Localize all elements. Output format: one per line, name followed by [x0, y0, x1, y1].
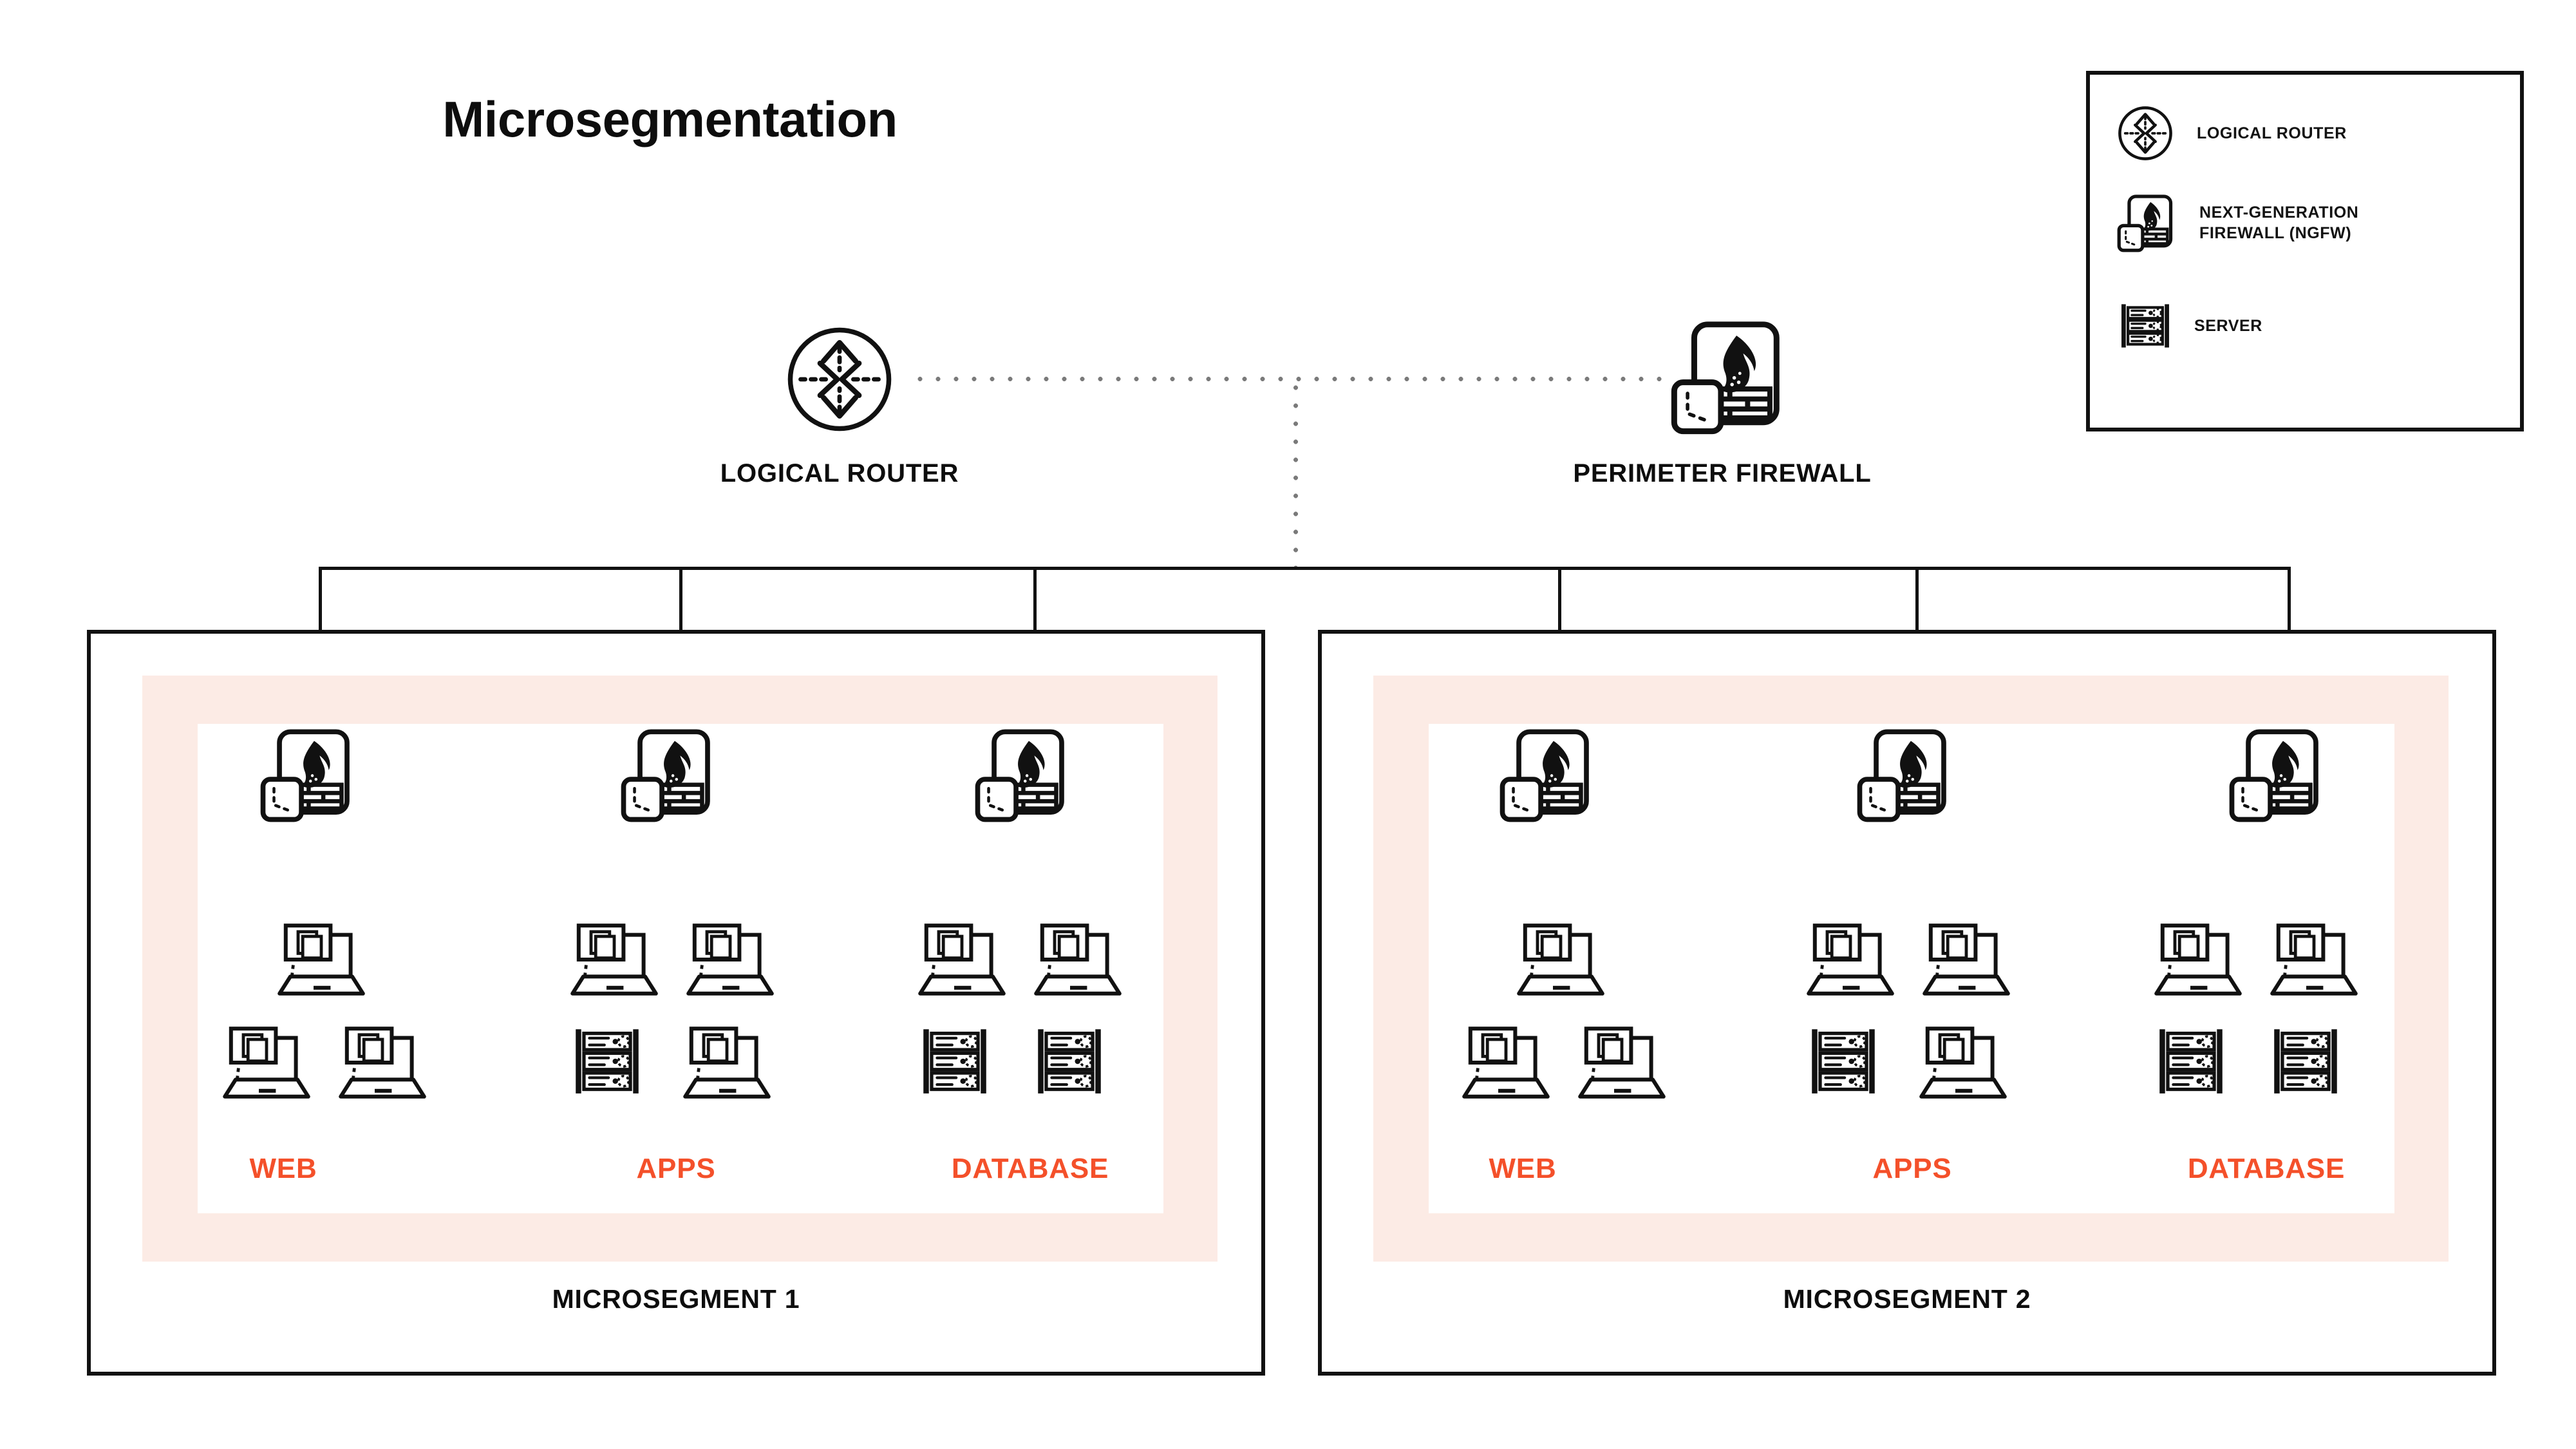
vm-laptop-icon [274, 921, 369, 998]
tier-firewall-seg1-database [972, 724, 1073, 825]
next-generation-firewall-icon [1668, 316, 1790, 438]
workload-seg1-web-3 [335, 1024, 430, 1101]
vm-laptop-icon [914, 921, 1010, 998]
trunk-bus-line [319, 567, 2290, 570]
tier-firewall-seg2-database [2226, 724, 2327, 825]
workload-seg2-db-4 [2271, 1023, 2340, 1099]
vm-laptop-icon [1915, 1024, 2011, 1101]
workload-seg2-web-2 [1458, 1024, 1554, 1101]
legend-item-logical-router: LOGICAL ROUTER [2116, 104, 2347, 163]
page-title: Microsegmentation [0, 90, 2576, 149]
workload-seg2-apps-1 [1803, 921, 1898, 998]
segment-label-1: MICROSEGMENT 1 [552, 1284, 800, 1314]
next-generation-firewall-icon [1854, 724, 1955, 825]
workload-seg2-db-2 [2266, 921, 2362, 998]
workload-seg2-web-3 [1574, 1024, 1669, 1101]
legend-label-server: SERVER [2194, 317, 2262, 335]
logical-router-icon [2116, 104, 2175, 163]
legend-item-server: SERVER [2118, 299, 2262, 353]
next-generation-firewall-icon [1497, 724, 1597, 825]
server-icon [921, 1023, 989, 1099]
node-label-perimeter-firewall: PERIMETER FIREWALL [1573, 459, 1872, 488]
vm-laptop-icon [567, 921, 662, 998]
tier-label-seg2-database: DATABASE [2187, 1153, 2346, 1184]
workload-seg1-web-2 [219, 1024, 314, 1101]
server-icon [573, 1023, 641, 1099]
workload-seg1-apps-1 [567, 921, 662, 998]
tier-firewall-seg1-web [258, 724, 358, 825]
tier-firewall-seg1-apps [618, 724, 719, 825]
workload-seg2-web-1 [1513, 921, 1608, 998]
vm-laptop-icon [2266, 921, 2362, 998]
tier-label-seg1-web: WEB [249, 1153, 317, 1184]
vm-laptop-icon [1919, 921, 2014, 998]
workload-seg1-db-2 [1030, 921, 1125, 998]
tier-label-seg1-apps: APPS [636, 1153, 716, 1184]
workload-seg1-web-1 [274, 921, 369, 998]
next-generation-firewall-icon [618, 724, 719, 825]
workload-seg1-apps-4 [679, 1024, 775, 1101]
legend-item-ngfw: NEXT-GENERATION FIREWALL (NGFW) [2116, 192, 2358, 254]
segment-label-2: MICROSEGMENT 2 [1783, 1284, 2031, 1314]
vm-laptop-icon [1030, 921, 1125, 998]
firewall-to-trunk-link [1293, 379, 1298, 569]
node-label-logical-router: LOGICAL ROUTER [720, 459, 959, 488]
workload-seg2-db-3 [2157, 1023, 2225, 1099]
next-generation-firewall-icon [2226, 724, 2327, 825]
vm-laptop-icon [1513, 921, 1608, 998]
vm-laptop-icon [219, 1024, 314, 1101]
legend-label-ngfw: NEXT-GENERATION FIREWALL (NGFW) [2199, 204, 2359, 242]
page-title-text: Microsegmentation [442, 91, 898, 147]
vm-laptop-icon [1803, 921, 1898, 998]
tier-firewall-seg2-apps [1854, 724, 1955, 825]
vm-laptop-icon [682, 921, 778, 998]
workload-seg1-db-1 [914, 921, 1010, 998]
workload-seg2-apps-3 [1809, 1023, 1877, 1099]
workload-seg2-db-1 [2150, 921, 2246, 998]
legend-label-logical-router: LOGICAL ROUTER [2197, 124, 2347, 142]
server-icon [1809, 1023, 1877, 1099]
server-icon [2118, 299, 2172, 353]
tier-label-seg2-web: WEB [1489, 1153, 1557, 1184]
workload-seg1-apps-3 [573, 1023, 641, 1099]
logical-router-icon [782, 322, 897, 437]
server-icon [2157, 1023, 2225, 1099]
vm-laptop-icon [335, 1024, 430, 1101]
server-icon [1035, 1023, 1104, 1099]
vm-laptop-icon [1574, 1024, 1669, 1101]
next-generation-firewall-icon [972, 724, 1073, 825]
next-generation-firewall-icon [258, 724, 358, 825]
tier-label-seg2-apps: APPS [1872, 1153, 1952, 1184]
node-perimeter-firewall [1668, 316, 1790, 438]
workload-seg1-apps-2 [682, 921, 778, 998]
workload-seg2-apps-4 [1915, 1024, 2011, 1101]
workload-seg2-apps-2 [1919, 921, 2014, 998]
router-to-firewall-link [911, 377, 1674, 381]
vm-laptop-icon [1458, 1024, 1554, 1101]
server-icon [2271, 1023, 2340, 1099]
legend-panel: LOGICAL ROUTER [2086, 71, 2524, 431]
workload-seg1-db-3 [921, 1023, 989, 1099]
tier-label-seg1-database: DATABASE [951, 1153, 1109, 1184]
vm-laptop-icon [679, 1024, 775, 1101]
vm-laptop-icon [2150, 921, 2246, 998]
next-generation-firewall-icon [2116, 192, 2177, 254]
tier-firewall-seg2-web [1497, 724, 1597, 825]
workload-seg1-db-4 [1035, 1023, 1104, 1099]
node-logical-router [782, 322, 897, 437]
